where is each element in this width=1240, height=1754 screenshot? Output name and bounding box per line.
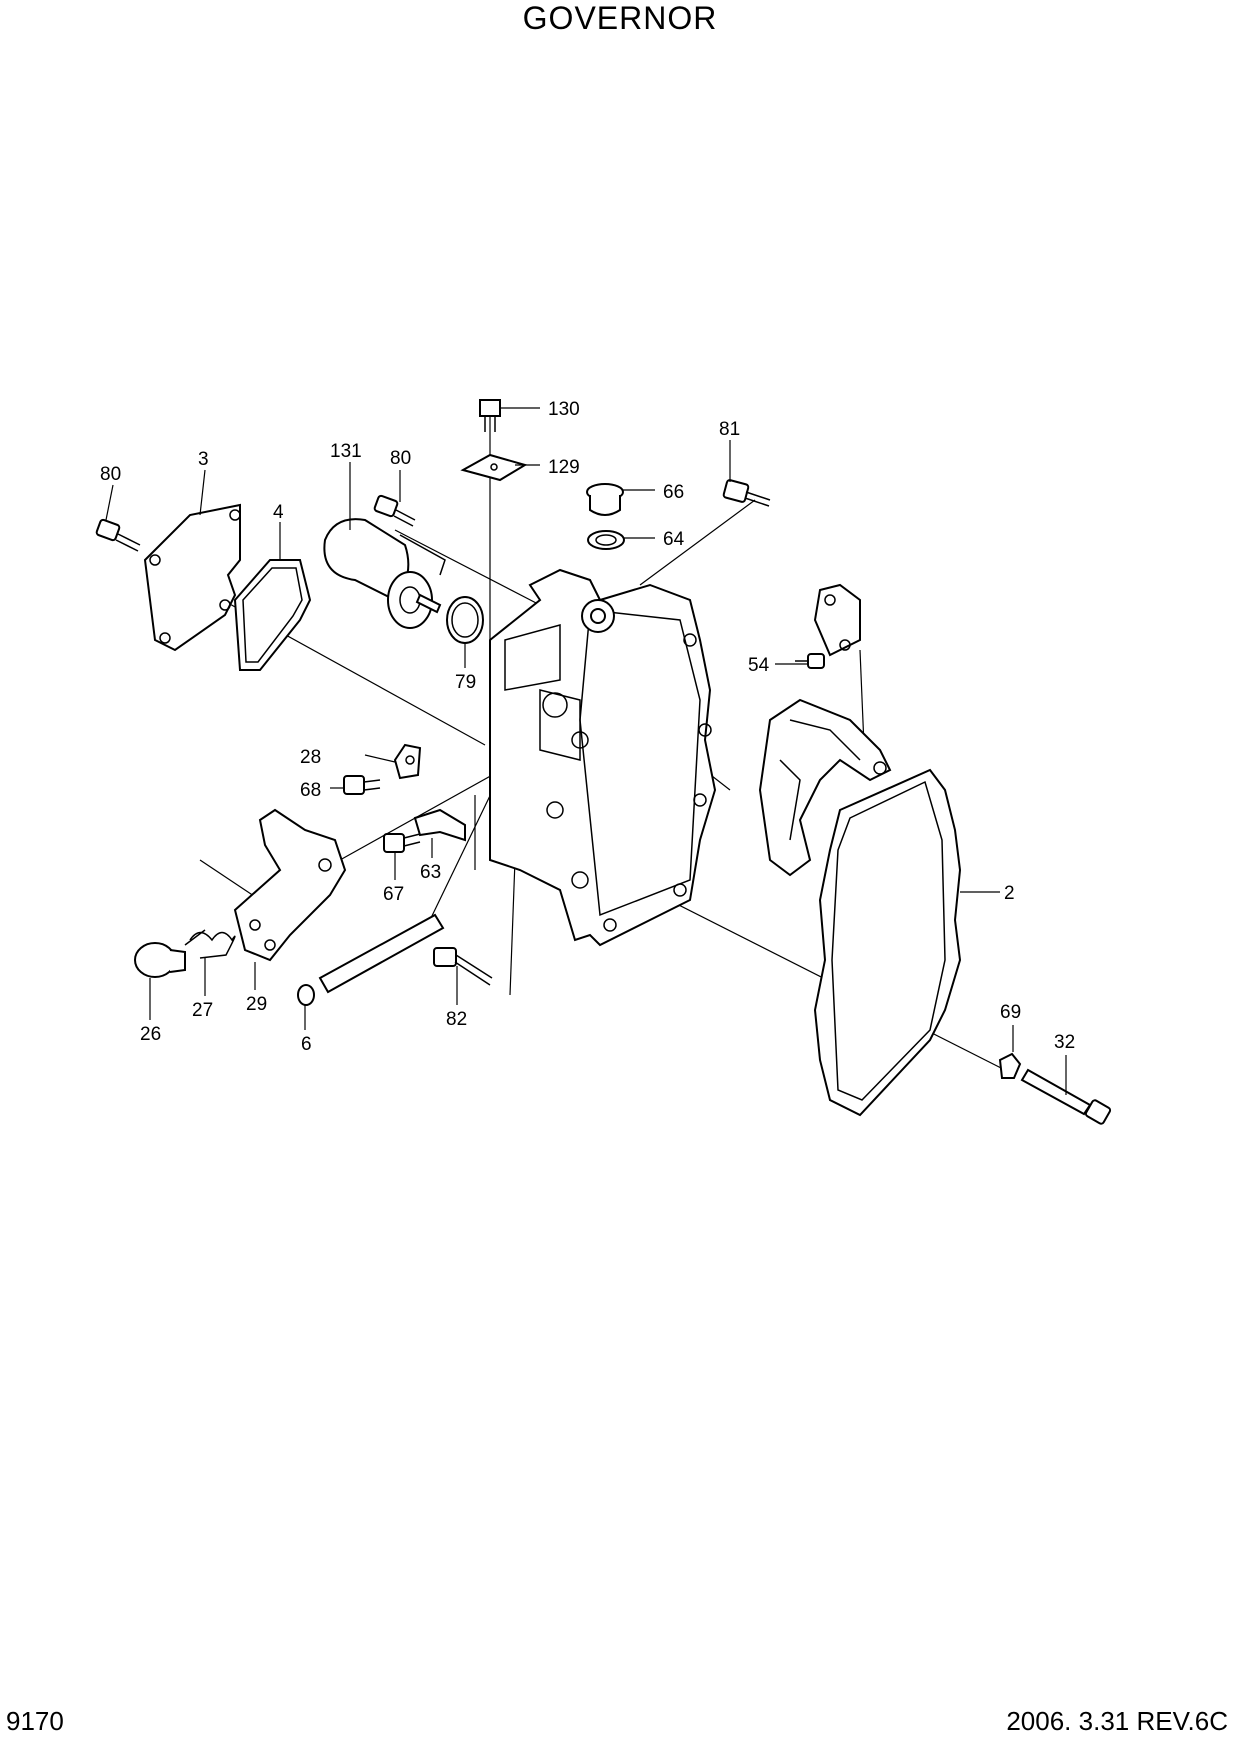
callout-80-top: 80 xyxy=(390,448,411,469)
callout-29: 29 xyxy=(246,994,267,1015)
callout-27: 27 xyxy=(192,1000,213,1021)
callout-26: 26 xyxy=(140,1024,161,1045)
callout-79: 79 xyxy=(455,672,476,693)
governor-shaft xyxy=(318,913,445,994)
callout-4: 4 xyxy=(273,502,284,523)
callout-66: 66 xyxy=(663,482,684,503)
part-2-gasket xyxy=(813,768,962,1117)
part-69-nut xyxy=(998,1052,1022,1079)
page-title: GOVERNOR xyxy=(522,0,718,36)
callout-129: 129 xyxy=(548,457,580,478)
callout-67: 67 xyxy=(383,884,404,905)
part-129-clip xyxy=(460,453,528,482)
part-28-plate xyxy=(393,743,422,780)
callout-130: 130 xyxy=(548,399,580,420)
callout-63: 63 xyxy=(420,862,441,883)
callout-32: 32 xyxy=(1054,1032,1075,1053)
callout-54: 54 xyxy=(748,655,770,676)
callout-leaders xyxy=(105,407,1067,1095)
lever-bracket-plate xyxy=(813,583,861,657)
lever-assembly xyxy=(758,698,892,877)
page-number: 9170 xyxy=(6,1706,64,1736)
callout-80-left: 80 xyxy=(100,464,121,485)
part-6-ring xyxy=(297,984,315,1006)
part-81-bolt xyxy=(722,479,771,507)
callout-69: 69 xyxy=(1000,1002,1021,1023)
part-130-bolt xyxy=(479,399,501,432)
callout-6: 6 xyxy=(301,1034,312,1055)
governor-housing xyxy=(489,568,717,947)
part-68-bolt xyxy=(343,775,381,795)
part-26-plug xyxy=(134,942,186,978)
callout-68: 68 xyxy=(300,780,321,801)
part-80-bolt-top xyxy=(373,494,416,527)
part-67-bolt xyxy=(383,833,421,853)
callout-131: 131 xyxy=(330,441,362,462)
part-63-bracket xyxy=(413,808,466,842)
part-82-bolt xyxy=(433,947,493,986)
part-27-spring xyxy=(184,929,236,959)
part-54-bolt xyxy=(795,653,825,669)
callout-2: 2 xyxy=(1004,883,1015,904)
part-3-cover-plate xyxy=(143,503,241,652)
callout-28: 28 xyxy=(300,747,321,768)
part-29-lever xyxy=(233,808,347,962)
callout-82: 82 xyxy=(446,1009,467,1030)
part-32-bolt xyxy=(1020,1068,1112,1125)
callout-labels: 130 81 129 131 80 80 3 4 66 64 79 54 28 … xyxy=(100,399,1075,1055)
part-131-solenoid xyxy=(323,518,446,629)
revision-date: 2006. 3.31 REV.6C xyxy=(1006,1706,1228,1736)
callout-64: 64 xyxy=(663,529,685,550)
part-79-o-ring xyxy=(446,596,484,644)
callout-81: 81 xyxy=(719,419,740,440)
part-4-gasket xyxy=(233,559,312,671)
part-64-washer xyxy=(587,530,625,550)
part-66-plug xyxy=(586,483,624,516)
callout-3: 3 xyxy=(198,449,209,470)
part-80-bolt-left xyxy=(95,518,141,552)
